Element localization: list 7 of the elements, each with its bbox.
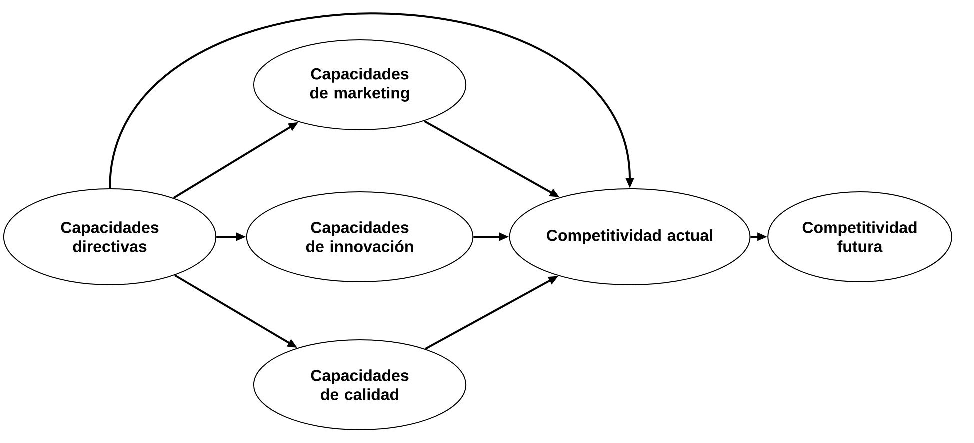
- ellipse-node: Competitividad futura: [768, 191, 952, 282]
- ellipse-node: Capacidades de marketing: [253, 40, 467, 130]
- ellipse-node: Capacidades directivas: [3, 188, 217, 286]
- ellipse-node: Capacidades de innovación: [246, 191, 474, 282]
- ellipse-node: Competitividad actual: [509, 188, 751, 286]
- ellipse-node: Capacidades de calidad: [253, 339, 467, 430]
- arrow: [109, 12, 634, 189]
